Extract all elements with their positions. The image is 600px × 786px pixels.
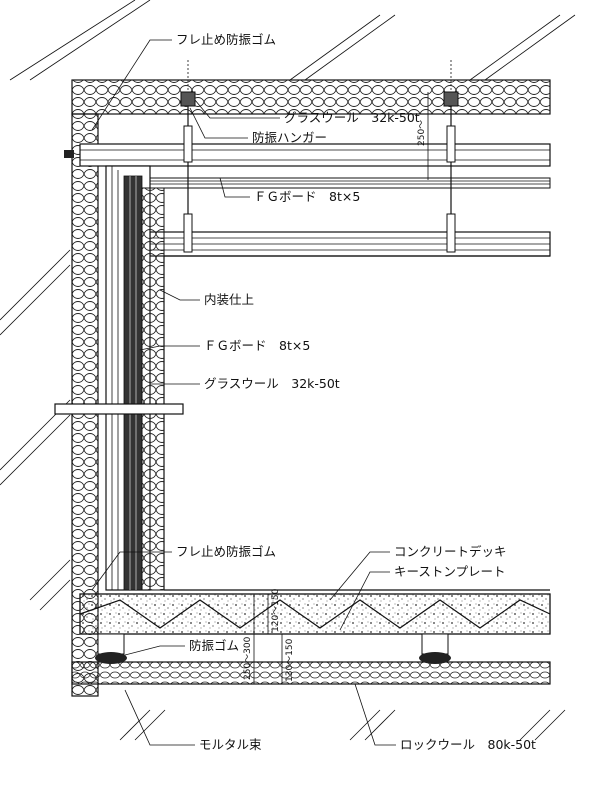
side-fastener xyxy=(64,150,74,158)
dim-floor-total: 250〜300 xyxy=(243,636,253,680)
label-glass-wool-ceiling: グラスウール 32k-50t xyxy=(284,110,420,125)
ceiling-hanger-right xyxy=(443,60,459,253)
floor-isolation-mounts xyxy=(95,633,451,664)
label-glass-wool-wall: グラスウール 32k-50t xyxy=(204,376,340,391)
wall-section-break xyxy=(54,403,184,415)
leader-lines xyxy=(91,39,396,746)
ceiling-insulation xyxy=(71,79,551,115)
inner-wall-glass-wool xyxy=(141,187,165,591)
dim-lower: 130〜150 xyxy=(285,638,295,682)
label-interior-finish: 内装仕上 xyxy=(204,292,254,307)
label-isolation-hanger: 防振ハンガー xyxy=(252,130,327,145)
dim-deck: 120〜150 xyxy=(271,588,281,632)
existing-structure-hatch xyxy=(0,0,576,741)
label-concrete-deck: コンクリートデッキ xyxy=(394,544,507,559)
label-anti-sway-rubber-top: フレ止め防振ゴム xyxy=(176,32,276,47)
label-fg-board-ceiling: ＦＧボード 8t×5 xyxy=(254,189,360,204)
label-rock-wool: ロックウール 80k-50t xyxy=(400,737,536,752)
ceiling-hanger-left xyxy=(180,60,196,253)
concrete-deck-slab xyxy=(79,593,551,635)
label-anti-sway-rubber-bottom: フレ止め防振ゴム xyxy=(176,544,276,559)
floor-rock-wool xyxy=(71,661,551,685)
label-isolation-rubber: 防振ゴム xyxy=(189,638,239,653)
label-fg-board-wall: ＦＧボード 8t×5 xyxy=(204,338,310,353)
ceiling-board-inner xyxy=(149,177,551,257)
label-mortar-bundle: モルタル束 xyxy=(199,737,262,752)
room-interior-outline xyxy=(163,255,550,591)
dimension-lines xyxy=(253,92,429,684)
ceiling-board-upper xyxy=(79,143,551,167)
label-keystone-plate: キーストンプレート xyxy=(394,564,506,579)
dim-hanger-gap: 250〜 xyxy=(417,120,427,146)
